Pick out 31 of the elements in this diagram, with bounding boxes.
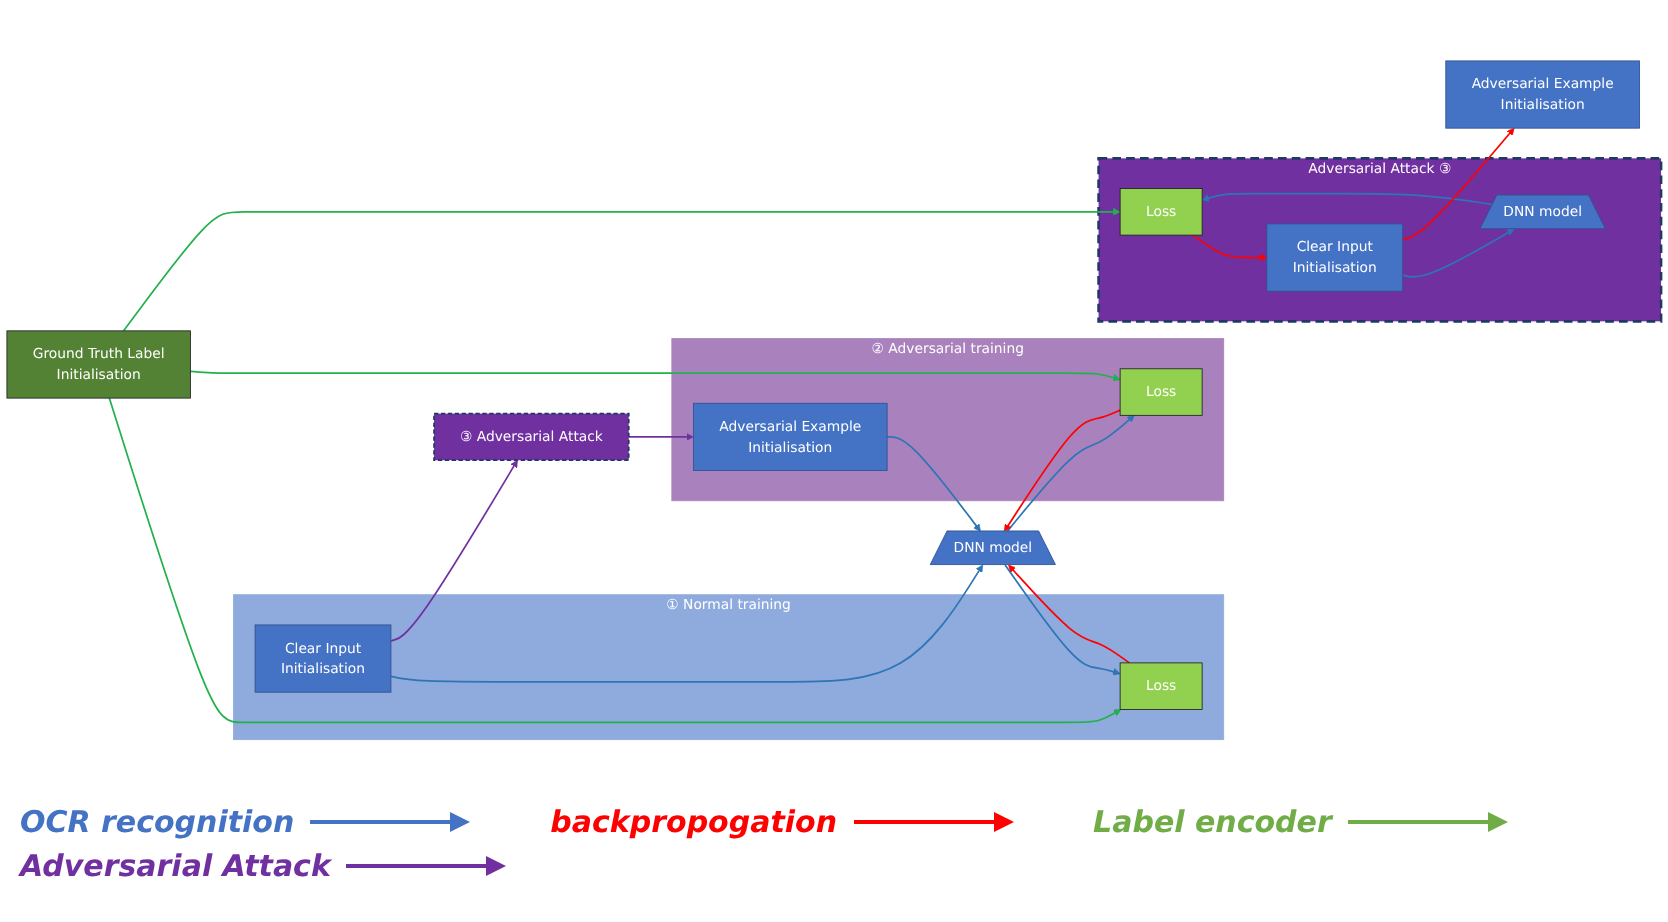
cluster [1097, 156, 1663, 323]
arrow [122, 207, 1121, 332]
arrow [1401, 127, 1515, 241]
arrow [189, 370, 1121, 381]
node-box [254, 624, 392, 693]
arrow [108, 396, 1122, 723]
legend-label: backpropogation [550, 804, 838, 840]
node-box [692, 402, 888, 471]
arrow [1401, 228, 1515, 278]
node-box [1445, 60, 1640, 129]
node-box [1119, 368, 1203, 416]
arrow [627, 432, 694, 441]
legend-label: Adversarial Attack [20, 848, 331, 884]
arrow [1004, 563, 1121, 676]
node-box [1119, 662, 1203, 710]
arrow [1006, 414, 1135, 532]
legend-label: Label encoder [1093, 804, 1332, 840]
arrow [1192, 233, 1268, 262]
arrow [390, 564, 984, 683]
arrow [1008, 564, 1131, 664]
node-box [433, 412, 630, 461]
cluster [233, 594, 1225, 740]
node-box [6, 330, 191, 399]
arrow [886, 435, 981, 532]
node-box [1119, 187, 1203, 236]
arrow [1201, 192, 1494, 206]
node-box [1266, 223, 1404, 292]
legend-label: OCR recognition [20, 804, 295, 840]
arrow [1004, 409, 1121, 532]
cluster [671, 337, 1225, 501]
arrow [390, 459, 518, 642]
